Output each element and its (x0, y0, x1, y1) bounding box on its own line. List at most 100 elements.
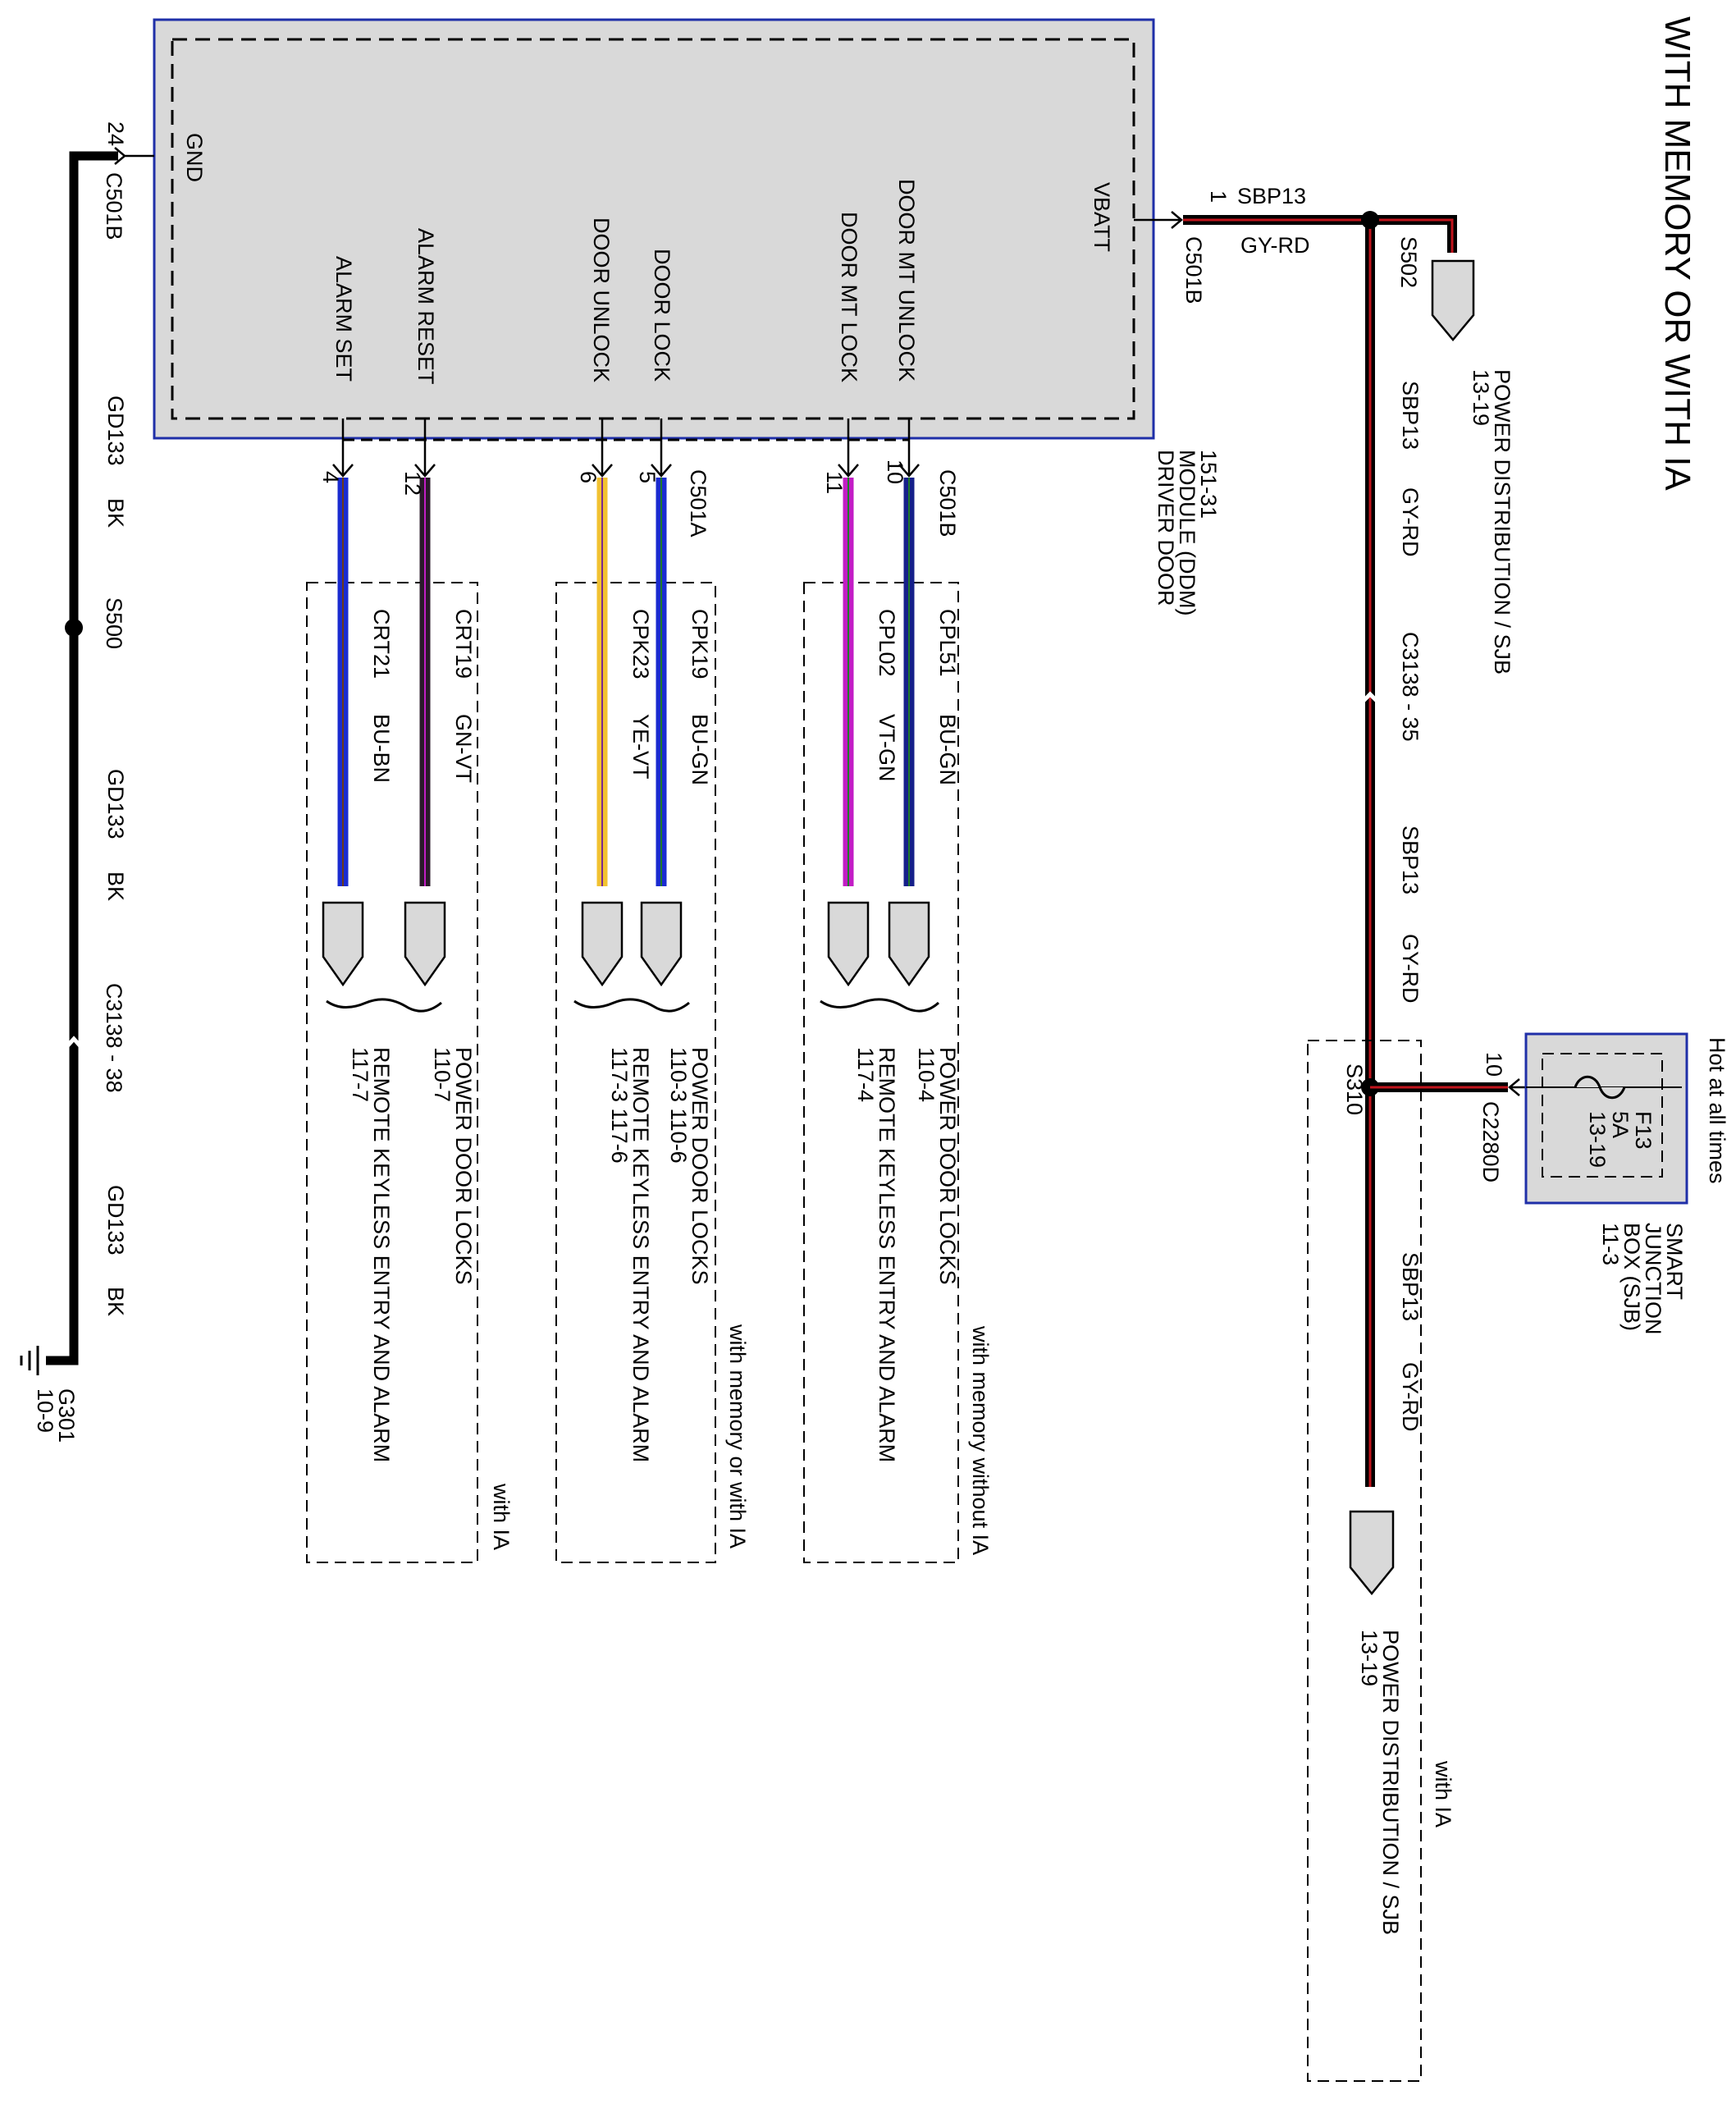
fuse-line2: 5A (1608, 1111, 1633, 1138)
group-connector: C501B (935, 469, 960, 537)
dest-page: 110-3 110-6 (666, 1047, 691, 1164)
power-circuit-3: SBP13 (1398, 1252, 1423, 1321)
dest-title: POWER DOOR LOCKS (935, 1047, 960, 1285)
wire-color: BU-GN (935, 714, 960, 785)
wire-cpk23: 6 CPK23 YE-VT REMOTE KEYLESS ENTRY AND A… (576, 419, 653, 1462)
group-label: with memory or with IA (725, 1324, 750, 1548)
module-inner-outline (171, 38, 1135, 420)
dest-page: 110-7 (430, 1047, 455, 1102)
ground-circuit-3: GD133 (103, 1185, 128, 1256)
ground-wire (46, 151, 118, 1365)
power-inline-connector-mark (1355, 691, 1385, 709)
splice-s502: S502 (1396, 236, 1421, 288)
sjb-line3: BOX (SJB) (1620, 1223, 1644, 1331)
driver-door-module: DRIVER DOOR MODULE (DDM) 151-31 GND VBAT… (153, 18, 1221, 616)
pin-stub (414, 419, 436, 478)
splice-s310: S310 (1342, 1063, 1367, 1115)
ground-color-2: BK (103, 871, 128, 901)
circuit-id: CPK19 (688, 609, 712, 679)
circuit-id: CPL02 (875, 609, 899, 677)
ground-id: G301 (54, 1388, 79, 1443)
ground-splice: S500 (102, 597, 126, 649)
dest-page: 117-7 (348, 1047, 372, 1102)
ground-circuit-1: GD133 (103, 396, 128, 466)
fuse-icon (1574, 1075, 1626, 1100)
pin-label-door-mt-lock: DOOR MT LOCK (837, 212, 861, 382)
bottom-dest-line2: 13-19 (1357, 1630, 1382, 1686)
with-ia-power-box (1307, 1040, 1422, 2082)
dest-connector-icon (888, 901, 930, 987)
pin-label-door-mt-unlock: DOOR MT UNLOCK (894, 179, 919, 382)
ground-color-3: BK (103, 1287, 128, 1316)
power-circuit-1: SBP13 (1398, 381, 1423, 450)
fuse-line1: F13 (1631, 1111, 1656, 1150)
dest-page: 110-4 (914, 1047, 939, 1102)
wire-cpk19: 5 CPK19 BU-GN POWER DOOR LOCKS 110-3 110… (635, 419, 712, 1285)
top-dest-line1: POWER DISTRIBUTION / SJB (1490, 369, 1514, 675)
dest-page: 117-3 117-6 (607, 1047, 632, 1164)
circuit-id: CPK23 (628, 609, 653, 679)
ground-connector: C501B (102, 172, 126, 240)
pin-number: 10 (883, 460, 907, 484)
vbatt-circuit: SBP13 (1237, 184, 1306, 208)
wire-crt19: 12 CRT19 GN-VT POWER DOOR LOCKS 110-7 (400, 419, 476, 1285)
dest-brace (326, 998, 442, 1013)
group-label: with IA (489, 1483, 514, 1550)
dest-title: REMOTE KEYLESS ENTRY AND ALARM (369, 1047, 394, 1462)
ground-page: 10-9 (33, 1388, 57, 1433)
dest-title: REMOTE KEYLESS ENTRY AND ALARM (628, 1047, 653, 1462)
power-color-3: GY-RD (1398, 1362, 1423, 1432)
ground-splice-dot (65, 619, 83, 637)
bottom-dest-line1: POWER DISTRIBUTION / SJB (1378, 1630, 1403, 1935)
pin-label-door-lock: DOOR LOCK (650, 249, 674, 382)
pin-label-alarm-reset: ALARM RESET (413, 228, 438, 385)
dest-brace (573, 998, 690, 1013)
sjb-line2: JUNCTION (1641, 1223, 1665, 1335)
power-circuit-2: SBP13 (1398, 826, 1423, 894)
ground-circuit: 24 C501B GD133 BK S500 GD133 BK C3138 - … (20, 121, 154, 1443)
dest-page: 117-4 (853, 1047, 878, 1102)
fuse-pin: 10 (1482, 1052, 1506, 1077)
with-ia-power-label: with IA (1431, 1760, 1455, 1827)
top-dest-line2: 13-19 (1469, 369, 1493, 426)
vbatt-pin-stub (1134, 211, 1183, 229)
pin-stub (838, 419, 859, 478)
vbatt-connector: C501B (1181, 236, 1206, 304)
diagram-title: WITH MEMORY OR WITH IA (1657, 16, 1697, 491)
dest-connector-icon (827, 901, 870, 987)
pin-stub (651, 419, 672, 478)
pin-stub (332, 419, 354, 478)
vbatt-color: GY-RD (1240, 233, 1310, 258)
ground-inline-connector: C3138 - 38 (102, 983, 126, 1093)
ground-symbol-icon (20, 1346, 39, 1375)
dest-brace (820, 998, 940, 1013)
top-branch-tracer (1370, 218, 1454, 253)
wire-color: GN-VT (451, 714, 476, 783)
dest-title: POWER DOOR LOCKS (451, 1047, 476, 1285)
module-box (153, 18, 1155, 440)
power-color-1: GY-RD (1398, 487, 1423, 557)
pin-label-gnd: GND (182, 133, 207, 182)
wire-group-with-ia: with IA 12 CRT19 GN-VT POWER DOOR LOCKS … (306, 419, 514, 1563)
sjb-pin-stub (1508, 1078, 1526, 1096)
group-box (803, 582, 959, 1563)
pin-number: 6 (576, 471, 601, 483)
fuse-connector: C2280D (1478, 1101, 1503, 1182)
hot-at-all-times: Hot at all times (1705, 1037, 1729, 1184)
group-connector: C501A (686, 469, 710, 537)
wire-color: BU-BN (369, 714, 394, 783)
module-name: DRIVER DOOR MODULE (DDM) 151-31 (1154, 450, 1221, 616)
sjb-box (1524, 1032, 1688, 1205)
pin-stub (592, 419, 613, 478)
splice-s502-dot (1361, 211, 1379, 229)
wire-cpl02: 11 CPL02 VT-GN REMOTE KEYLESS ENTRY AND … (822, 419, 899, 1462)
wire-cpl51: 10 CPL51 BU-GN POWER DOOR LOCKS 110-4 (883, 419, 960, 1285)
module-name-line1: DRIVER DOOR (1154, 450, 1178, 606)
dest-connector-icon (322, 901, 364, 987)
group-label: with memory without IA (968, 1325, 993, 1555)
group-box (306, 582, 478, 1563)
pin-number: 11 (822, 471, 847, 494)
bottom-dest-connector-icon (1349, 1510, 1395, 1595)
pin-label-alarm-set: ALARM SET (331, 256, 356, 382)
